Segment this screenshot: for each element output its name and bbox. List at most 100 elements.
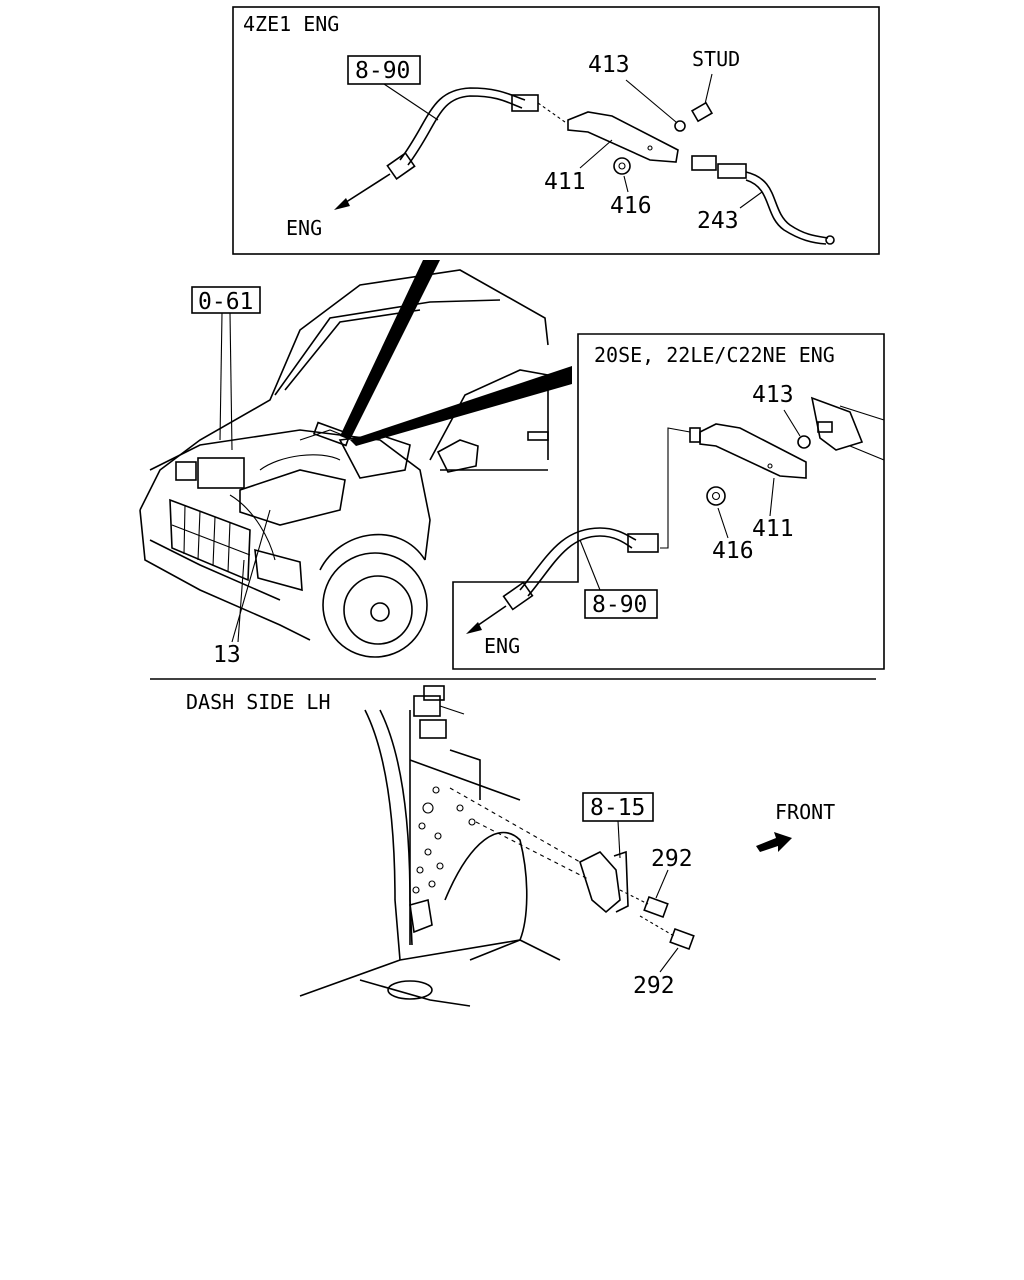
label-413-top: 413 — [588, 52, 630, 78]
vehicle-rim — [343, 575, 413, 645]
label-13: 13 — [213, 642, 241, 668]
harness-bay-1 — [259, 454, 341, 471]
vehicle-hub — [370, 602, 390, 622]
pillar-edge-1 — [364, 709, 401, 961]
panel-hole — [416, 866, 424, 874]
label-292-upper: 292 — [651, 846, 693, 872]
eng-connector-right — [502, 581, 534, 611]
vehicle-mirror — [436, 439, 479, 473]
vehicle-grille — [169, 498, 251, 582]
harness-bay-2 — [229, 494, 276, 561]
ground-cable-outer — [745, 171, 829, 239]
module-hole-right — [767, 463, 773, 469]
mount-line-right-1 — [839, 405, 885, 421]
leader-292-upper — [655, 869, 669, 899]
harness-top-outer — [399, 87, 526, 161]
vehicle-headlight — [254, 548, 303, 592]
battery-aux — [175, 461, 197, 481]
ref-label-8-15: 8-15 — [590, 795, 645, 821]
panel-hole — [432, 786, 440, 794]
floor-drain — [387, 980, 433, 1000]
panel-hole — [436, 862, 444, 870]
floor-line-1 — [299, 939, 561, 997]
vehicle-bumper-line — [149, 539, 281, 601]
panel-hole — [422, 802, 434, 814]
label-413-right: 413 — [752, 382, 794, 408]
vehicle-windshield-inner — [284, 309, 421, 391]
vehicle-door-handle — [527, 431, 549, 441]
grille-bar-h — [171, 524, 251, 556]
label-416-top: 416 — [610, 193, 652, 219]
bolt-dash-upper — [619, 889, 649, 905]
label-243: 243 — [697, 208, 739, 234]
module-411-right — [699, 423, 807, 479]
inset-20se: 20SE, 22LE/C22NE ENG 413 411 416 ENG 8 — [452, 333, 885, 670]
leader-13-a — [231, 509, 271, 643]
nut-416-top — [613, 157, 631, 175]
leader-13-b — [237, 559, 245, 643]
eng-label-top: ENG — [286, 216, 322, 240]
mount-dash-1 — [449, 787, 581, 863]
leader-243 — [739, 191, 763, 209]
inset-20se-title: 20SE, 22LE/C22NE ENG — [594, 343, 835, 367]
vehicle-illustration: 0-61 — [139, 260, 572, 668]
leader-292-lower — [659, 947, 679, 973]
eng-arrow-line-right — [473, 605, 507, 629]
label-411-right: 411 — [752, 516, 794, 542]
direction-arrow-icon-right — [466, 622, 482, 634]
inset-4ze1: 4ZE1 ENG 8-90 ENG 411 416 413 STUD — [232, 6, 880, 255]
ref-label-8-90-right: 8-90 — [592, 592, 647, 618]
zoom-wedge-right — [350, 366, 572, 446]
leader-8-15 — [617, 820, 621, 859]
leader-413-right — [783, 409, 801, 437]
label-stud: STUD — [692, 47, 740, 71]
zoom-wedge-top — [340, 260, 440, 440]
module-plug-right — [689, 427, 701, 443]
ground-connector-top — [691, 155, 717, 171]
eng-arrow-line-top — [339, 173, 391, 207]
harness-right-inner — [527, 535, 633, 597]
front-arrow-icon — [756, 832, 792, 852]
inset-4ze1-title: 4ZE1 ENG — [243, 12, 339, 36]
ground-terminal-top — [825, 235, 835, 245]
vehicle-hood-edge — [149, 429, 431, 561]
wheelhouse-curve — [444, 831, 528, 961]
floor-line-2 — [359, 979, 471, 1007]
dash-connector-1 — [413, 695, 441, 717]
leader-stud — [704, 73, 713, 105]
bolt-292-lower — [669, 927, 695, 951]
panel-hole — [412, 886, 420, 894]
harness-top-inner — [407, 95, 523, 166]
panel-step — [449, 749, 481, 800]
dash-connector-3 — [419, 719, 447, 739]
vehicle-windshield — [274, 299, 501, 396]
panel-top-edge — [409, 759, 521, 801]
leader-411-top — [579, 139, 613, 169]
panel-hole — [424, 848, 432, 856]
leader-0-61-b — [229, 312, 233, 451]
module-411-top — [567, 111, 679, 163]
module-hole-top — [647, 145, 653, 151]
front-label: FRONT — [775, 800, 835, 824]
leader-416-right — [717, 507, 729, 539]
dash-connector-2 — [423, 685, 445, 701]
dash-side-section: DASH SIDE LH 8-1 — [186, 685, 835, 1007]
ground-connector-top-2 — [717, 163, 747, 179]
eng-connector-top — [386, 152, 416, 180]
harness-connector-right — [627, 533, 659, 553]
vehicle-wheel-arch — [319, 533, 426, 571]
battery — [197, 457, 245, 489]
leader-0-61-a — [219, 312, 223, 441]
air-cleaner — [338, 434, 411, 479]
panel-hole — [456, 804, 464, 812]
nut-416-right — [706, 486, 726, 506]
leader-416-top — [623, 175, 629, 193]
ref-box-8-90-right — [584, 589, 658, 619]
eng-label-right: ENG — [484, 634, 520, 658]
panel-hole — [434, 832, 442, 840]
vehicle-tire — [322, 552, 428, 658]
dash-wire — [439, 705, 465, 715]
panel-hole — [418, 822, 426, 830]
harness-right-outer — [519, 527, 637, 591]
